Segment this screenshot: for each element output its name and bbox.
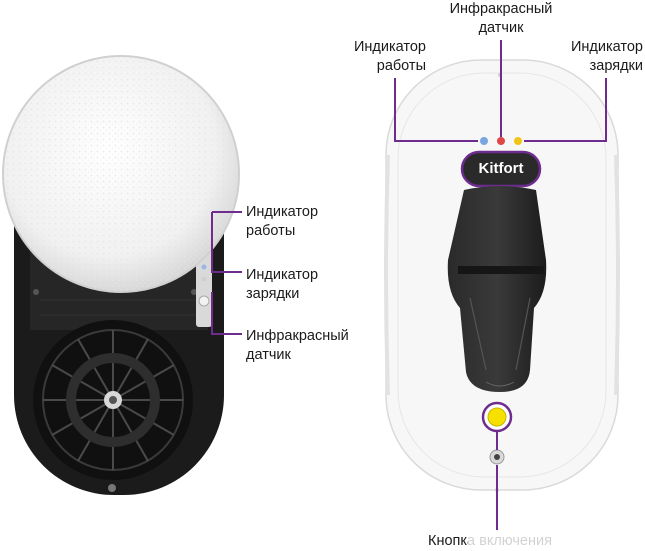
label-right-charge-indicator: Индикатор зарядки	[548, 38, 643, 76]
label-left-ir-line1: Инфракрасный	[246, 328, 349, 344]
left-robot	[2, 55, 242, 495]
label-left-charge-line1: Индикатор	[246, 267, 319, 283]
work-led-left	[201, 264, 207, 270]
charge-led	[514, 137, 522, 145]
turbine-fan	[33, 320, 193, 480]
microfiber-pad	[2, 55, 240, 293]
label-left-ir-sensor: Инфракрасный датчик	[246, 327, 349, 365]
label-right-ir-line2: датчик	[478, 20, 524, 36]
ir-sensor-left	[198, 295, 210, 307]
label-left-charge-indicator: Индикатор зарядки	[246, 266, 318, 304]
brand-logo: Kitfort	[478, 160, 524, 177]
work-led	[480, 137, 488, 145]
label-left-work-line1: Индикатор	[246, 204, 319, 220]
ir-sensor	[497, 137, 505, 145]
label-right-charge-line1: Индикатор	[570, 39, 643, 55]
right-robot	[384, 40, 620, 530]
label-left-ir-line2: датчик	[246, 347, 291, 363]
brand-badge	[460, 150, 542, 188]
label-left-work-indicator: Индикатор работы	[246, 203, 318, 241]
label-right-work-line2: работы	[376, 58, 426, 74]
right-leader-lines	[394, 40, 607, 530]
label-right-ir-sensor: Инфракрасный датчик	[440, 0, 562, 38]
label-occluder	[468, 536, 558, 550]
label-right-charge-line2: зарядки	[589, 58, 643, 74]
power-button	[487, 407, 507, 427]
label-right-work-indicator: Индикатор работы	[340, 38, 426, 76]
label-right-work-line1: Индикатор	[353, 39, 426, 55]
label-right-ir-line1: Инфракрасный	[449, 1, 553, 17]
left-leader-lines	[211, 211, 242, 335]
label-left-work-line2: работы	[246, 223, 296, 239]
charge-led-left	[201, 276, 207, 282]
label-left-charge-line2: зарядки	[246, 286, 300, 302]
